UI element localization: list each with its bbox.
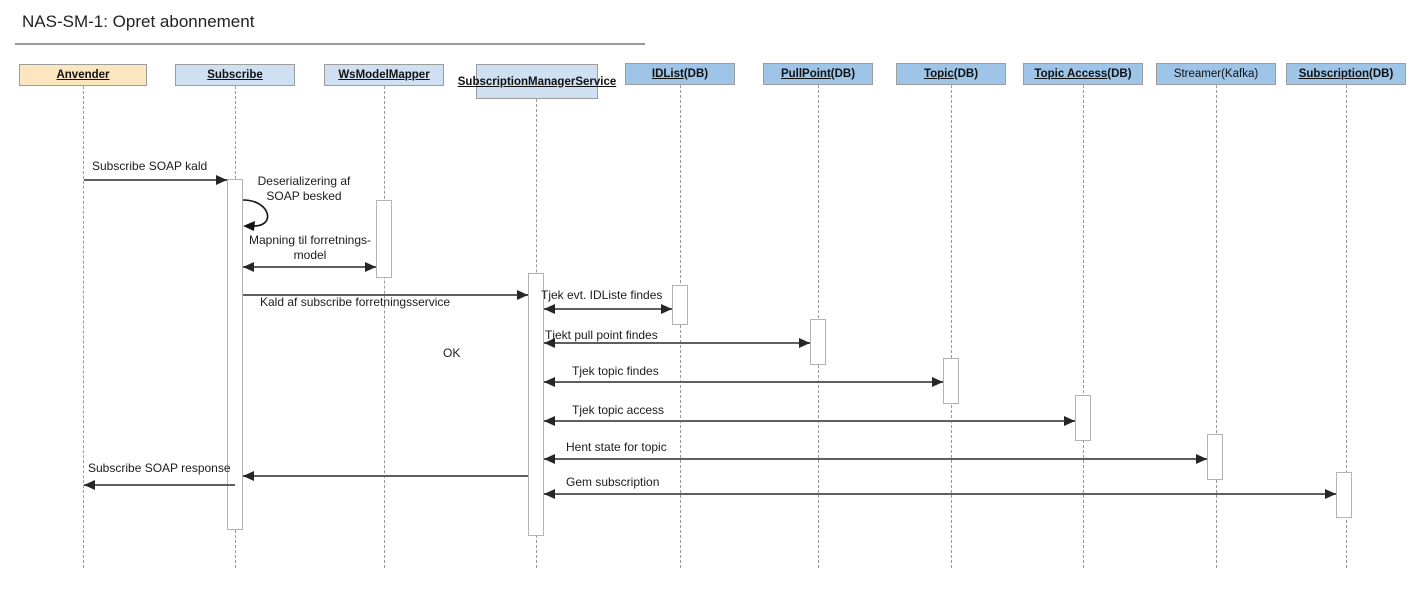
message-label-m2: Deserializering af SOAP besked: [257, 174, 351, 203]
participant-name: SubscriptionManagerService: [457, 75, 617, 88]
participant-name: PullPoint: [780, 68, 831, 80]
participant-name: Subscribe: [207, 69, 263, 81]
participant-pullpoint[interactable]: PullPoint(DB): [763, 63, 873, 85]
lifeline-idlist: [680, 85, 681, 568]
arrowhead-left-m6: [544, 337, 555, 348]
arrowhead-right-m1: [216, 174, 227, 185]
participant-name: Topic Access: [1034, 68, 1108, 80]
message-label-m10: Gem subscription: [566, 475, 660, 489]
self-message-m2: [242, 199, 269, 231]
participant-suffix: (DB): [953, 68, 979, 80]
participant-name: Subscription: [1298, 68, 1369, 80]
message-line-m8: [544, 420, 1075, 422]
activation-bar-topicaccess: [1075, 395, 1091, 441]
activation-bar-subscriptionmanagerservice: [528, 273, 544, 536]
participant-subscriptionmanagerservice[interactable]: SubscriptionManagerService: [458, 64, 616, 99]
participant-subscribe[interactable]: Subscribe: [175, 64, 295, 86]
arrowhead-right-m10: [1325, 488, 1336, 499]
message-line-m10: [544, 493, 1336, 495]
arrowhead-left-m9: [544, 453, 555, 464]
arrowhead-left-m3: [243, 261, 254, 272]
participant-suffix: (DB): [683, 68, 709, 80]
participant-idlist[interactable]: IDList(DB): [625, 63, 735, 85]
lifeline-topicaccess: [1083, 85, 1084, 568]
message-label-m5: Tjek evt. IDListe findes: [541, 288, 663, 302]
participant-wsmodelmapper[interactable]: WsModelMapper: [324, 64, 444, 86]
message-label-m7: Tjek topic findes: [572, 364, 659, 378]
participant-streamer[interactable]: Streamer(Kafka): [1156, 63, 1276, 85]
arrowhead-right-m7: [932, 376, 943, 387]
participant-name: Topic: [923, 68, 954, 80]
arrowhead-left-m12: [84, 479, 95, 490]
arrowhead-right-m3: [365, 261, 376, 272]
arrowhead-left-m7: [544, 376, 555, 387]
activation-bar-subscribe: [227, 179, 243, 530]
arrowhead-left-m5: [544, 303, 555, 314]
participant-name: IDList: [651, 68, 684, 80]
message-line-m11: [243, 475, 528, 477]
arrowhead-right-m4: [517, 289, 528, 300]
activation-bar-subscription: [1336, 472, 1352, 518]
message-line-m3: [243, 266, 376, 268]
activation-bar-idlist: [672, 285, 688, 325]
message-label-m3: Mapning til forretnings-model: [248, 233, 372, 262]
message-label-m8: Tjek topic access: [572, 403, 665, 417]
participant-name: Streamer(Kafka): [1173, 68, 1259, 80]
message-line-m4: [243, 294, 528, 296]
title-divider: [15, 43, 645, 45]
arrowhead-right-m6: [799, 337, 810, 348]
message-label-m11: OK: [443, 346, 461, 360]
message-line-m5: [544, 308, 672, 310]
participant-suffix: (DB): [1369, 68, 1394, 80]
arrowhead-left-m8: [544, 415, 555, 426]
arrowhead-right-m8: [1064, 415, 1075, 426]
lifeline-streamer: [1216, 85, 1217, 568]
message-label-m9: Hent state for topic: [566, 440, 667, 454]
message-line-m9: [544, 458, 1207, 460]
activation-bar-pullpoint: [810, 319, 826, 365]
lifeline-anvender: [83, 86, 84, 568]
activation-bar-wsmodelmapper: [376, 200, 392, 278]
participant-name: Anvender: [56, 69, 110, 81]
message-label-m6: Tjekt pull point findes: [545, 328, 658, 342]
participant-suffix: (DB): [1107, 68, 1132, 80]
message-line-m1: [84, 179, 227, 181]
arrowhead-right-m9: [1196, 453, 1207, 464]
message-label-m1: Subscribe SOAP kald: [92, 159, 208, 173]
arrowhead-left-m10: [544, 488, 555, 499]
lifeline-subscription: [1346, 85, 1347, 568]
activation-bar-topic: [943, 358, 959, 404]
participant-topicaccess[interactable]: Topic Access(DB): [1023, 63, 1143, 85]
arrowhead-left-m11: [243, 470, 254, 481]
message-line-m12: [84, 484, 235, 486]
activation-bar-streamer: [1207, 434, 1223, 480]
message-line-m7: [544, 381, 943, 383]
message-label-m4: Kald af subscribe forretningsservice: [260, 295, 451, 309]
lifeline-topic: [951, 85, 952, 568]
page-title: NAS-SM-1: Opret abonnement: [22, 12, 255, 31]
participant-anvender[interactable]: Anvender: [19, 64, 147, 86]
message-label-m12: Subscribe SOAP response: [88, 461, 231, 475]
participant-subscription[interactable]: Subscription(DB): [1286, 63, 1406, 85]
participant-topic[interactable]: Topic(DB): [896, 63, 1006, 85]
participant-suffix: (DB): [830, 68, 856, 80]
participant-name: WsModelMapper: [338, 69, 430, 81]
lifeline-wsmodelmapper: [384, 86, 385, 568]
arrowhead-right-m5: [661, 303, 672, 314]
message-line-m6: [544, 342, 810, 344]
